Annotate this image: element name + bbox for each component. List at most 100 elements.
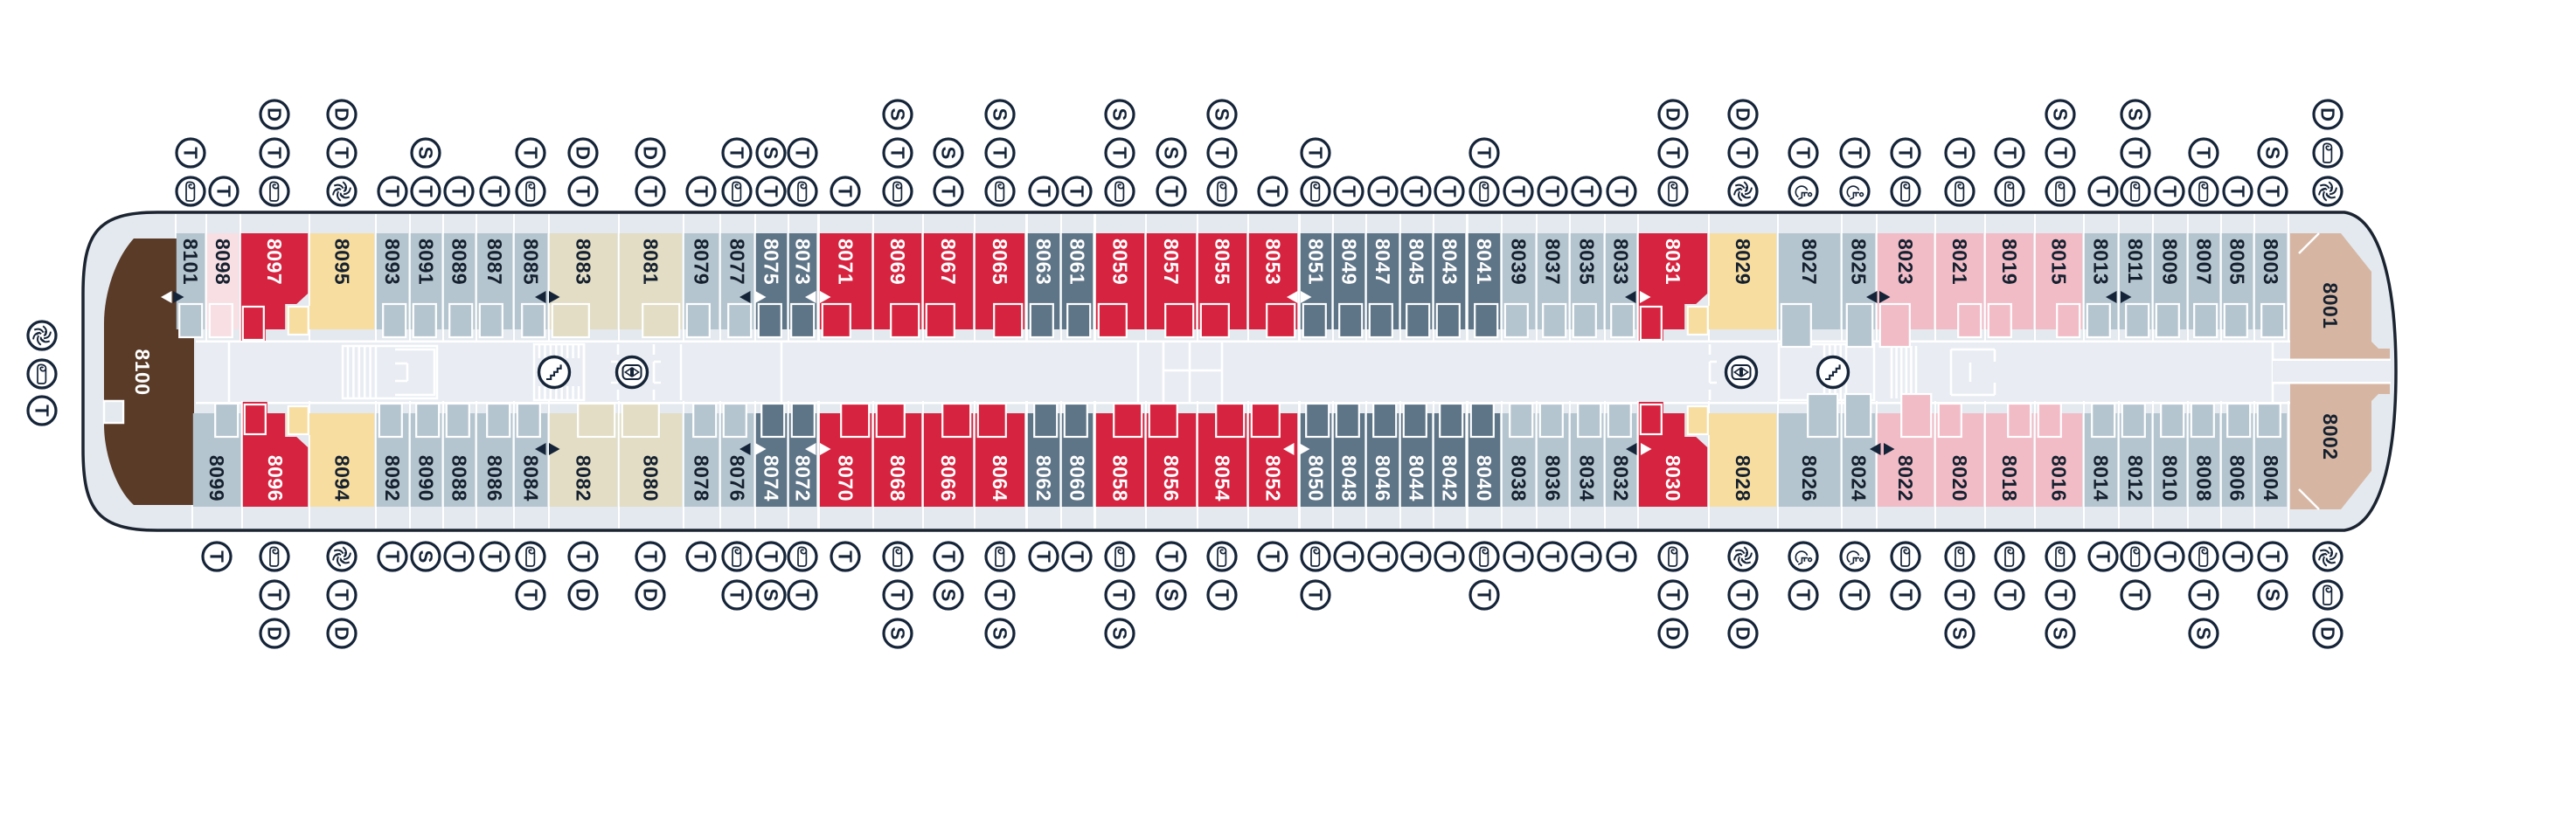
cabin-bathroom-box xyxy=(1113,402,1143,439)
icon-letter: T xyxy=(1662,147,1684,159)
cabin-bathroom-box xyxy=(1686,305,1709,336)
letter-s-icon: S xyxy=(1104,618,1135,649)
cabin-number-8096: 8096 xyxy=(264,455,287,501)
letter-t-icon: T xyxy=(1104,579,1135,611)
suite-8100-notch xyxy=(102,399,125,425)
cabin-bathroom-box xyxy=(757,302,782,339)
cabin-8001[interactable] xyxy=(2290,233,2391,361)
cabin-number-8019: 8019 xyxy=(1998,239,2021,285)
cabin-number-8059: 8059 xyxy=(1108,239,1131,285)
letter-t-icon: T xyxy=(377,176,408,207)
icon-letter: S xyxy=(1160,589,1182,602)
stair-shaft xyxy=(341,344,439,400)
cabin-bathroom-box xyxy=(1266,302,1296,339)
cabin-bathroom-box xyxy=(2193,302,2218,339)
black-triangle-right-icon xyxy=(2121,291,2132,303)
letter-t-icon: T xyxy=(635,541,666,572)
letter-t-icon: T xyxy=(882,137,913,169)
icon-letter: T xyxy=(2226,550,2248,563)
icon-letter: T xyxy=(263,147,285,159)
letter-s-icon: S xyxy=(2188,618,2219,649)
letter-t-icon: T xyxy=(326,579,358,611)
cabin-divider-line xyxy=(442,401,444,529)
letter-t-icon: T xyxy=(1400,541,1432,572)
letter-t-icon: T xyxy=(2257,176,2288,207)
cabin-number-8010: 8010 xyxy=(2158,455,2181,501)
cabin-bathroom-box xyxy=(287,305,309,336)
cabin-number-8039: 8039 xyxy=(1507,239,1530,285)
cabin-divider-line xyxy=(922,214,924,342)
letter-s-icon: S xyxy=(2045,99,2076,130)
sofa-bed-icon xyxy=(882,176,913,207)
letter-t-icon: T xyxy=(1944,137,1975,169)
icon-letter: T xyxy=(2124,589,2146,601)
letter-s-icon: S xyxy=(2257,137,2288,169)
cabin-8095[interactable] xyxy=(286,233,375,329)
letter-t-icon: T xyxy=(1206,579,1238,611)
cabin-bathroom-box xyxy=(1577,402,1602,439)
cabin-8028[interactable] xyxy=(1685,413,1777,507)
cabin-bathroom-box xyxy=(521,302,546,339)
cabin-divider-line xyxy=(1536,401,1538,529)
cabin-bathroom-box xyxy=(378,402,403,439)
cabin-divider-line xyxy=(1299,214,1301,342)
cabin-bathroom-box xyxy=(1542,302,1567,339)
cabin-divider-line xyxy=(1060,401,1062,529)
icon-letter: D xyxy=(330,626,352,640)
cabin-divider-line xyxy=(719,401,721,529)
sofa-bed-icon xyxy=(1657,176,1689,207)
black-triangle-left-icon xyxy=(1626,443,1637,455)
cabin-bathroom-box xyxy=(1250,402,1281,439)
icon-letter: T xyxy=(2049,589,2071,601)
cabin-number-8089: 8089 xyxy=(448,239,470,285)
letter-t-icon: T xyxy=(882,579,913,611)
letter-d-icon: D xyxy=(1727,618,1759,649)
cabin-number-8035: 8035 xyxy=(1575,239,1598,285)
icon-letter: T xyxy=(726,147,747,159)
cabin-number-8027: 8027 xyxy=(1798,239,1821,285)
elevator-lobby-walls xyxy=(1949,348,1996,397)
icon-letter: T xyxy=(1610,550,1632,563)
letter-d-icon: D xyxy=(259,99,290,130)
letter-t-icon: T xyxy=(2087,176,2119,207)
cabin-divider-line xyxy=(2118,401,2120,529)
cabin-divider-line xyxy=(241,401,243,529)
whirlpool-icon xyxy=(26,320,58,351)
letter-t-icon: T xyxy=(1571,541,1602,572)
icon-letter: S xyxy=(2049,108,2071,121)
cabin-bathroom-box xyxy=(412,302,437,339)
accessible-icon xyxy=(1788,176,1819,207)
cabin-bathroom-box xyxy=(1148,402,1178,439)
cabin-number-8050: 8050 xyxy=(1304,455,1327,501)
cabin-bathroom-box xyxy=(2223,302,2248,339)
sofa-bed-icon xyxy=(515,541,546,572)
cabin-number-8065: 8065 xyxy=(989,239,1011,285)
cabin-bathroom-box xyxy=(1215,402,1246,439)
stairs-icon xyxy=(1816,355,1850,390)
cabin-8002[interactable] xyxy=(2290,382,2391,509)
cabin-number-8002: 8002 xyxy=(2319,413,2342,460)
icon-letter: T xyxy=(1473,589,1495,601)
icon-letter: T xyxy=(791,589,813,601)
cabin-bathroom-box xyxy=(243,403,267,436)
cabin-8100[interactable] xyxy=(104,239,194,505)
cabin-bathroom-box xyxy=(1538,402,1564,439)
letter-s-icon: S xyxy=(1156,137,1187,169)
letter-s-icon: S xyxy=(984,99,1016,130)
letter-t-icon: T xyxy=(933,176,964,207)
cabin-divider-line xyxy=(1433,401,1434,529)
cabin-number-8060: 8060 xyxy=(1066,455,1088,501)
cabin-divider-line xyxy=(2220,214,2222,342)
icon-letter: S xyxy=(2261,589,2283,602)
cabin-8029[interactable] xyxy=(1685,233,1777,329)
icon-letter: T xyxy=(2192,589,2214,601)
cabin-divider-line xyxy=(476,401,477,529)
icon-letter: S xyxy=(1108,108,1130,121)
sofa-bed-icon xyxy=(1104,176,1135,207)
cabin-8094[interactable] xyxy=(286,413,375,507)
cabin-divider-line xyxy=(1569,214,1571,342)
cabin-number-8012: 8012 xyxy=(2124,455,2147,501)
cabin-bathroom-box xyxy=(890,302,920,339)
